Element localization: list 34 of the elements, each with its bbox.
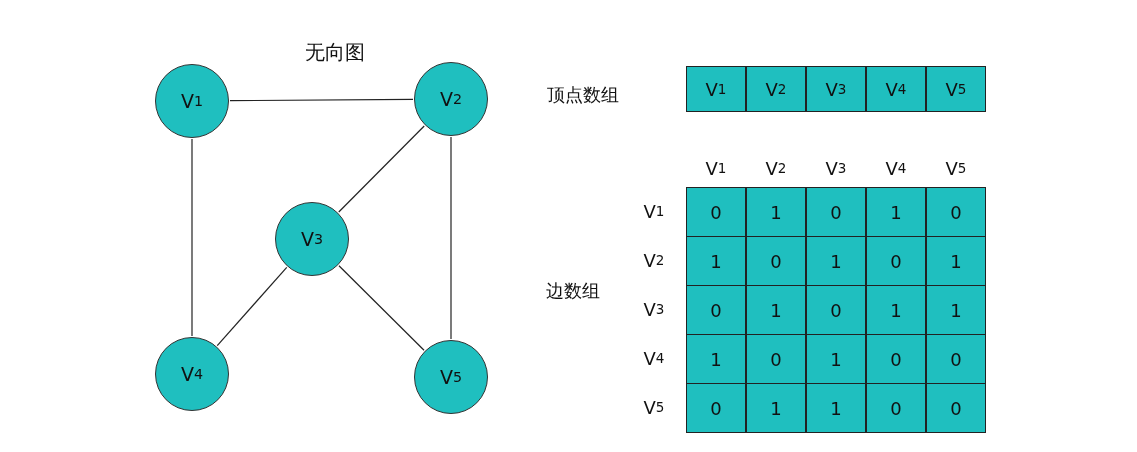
- edge-line: [229, 98, 414, 102]
- table-cell: 0: [746, 236, 806, 286]
- table-cell: 1: [806, 383, 866, 433]
- table-cell: 1: [806, 236, 866, 286]
- table-cell: 1: [866, 187, 926, 237]
- table-cell: 0: [806, 285, 866, 335]
- table-cell: 0: [866, 334, 926, 384]
- table-cell: 0: [866, 383, 926, 433]
- table-cell: 1: [686, 236, 746, 286]
- table-cell: 0: [926, 383, 986, 433]
- edge-line: [338, 125, 425, 213]
- graph-title: 无向图: [304, 38, 366, 66]
- table-cell: 1: [926, 236, 986, 286]
- table-cell: 0: [746, 334, 806, 384]
- table-cell: 0: [866, 236, 926, 286]
- table-cell: 1: [746, 285, 806, 335]
- table-cell: 0: [926, 334, 986, 384]
- table-cell: 1: [686, 334, 746, 384]
- table-cell: 1: [806, 334, 866, 384]
- table-cell: 0: [686, 383, 746, 433]
- table-cell: 0: [686, 285, 746, 335]
- array-label: 边数组: [544, 279, 601, 303]
- edge-line: [338, 265, 425, 351]
- table-cell: 1: [746, 187, 806, 237]
- table-cell: 0: [806, 187, 866, 237]
- table-cell: 1: [746, 383, 806, 433]
- table-cell: 1: [866, 285, 926, 335]
- table-cell: 0: [926, 187, 986, 237]
- edge-line: [450, 136, 452, 340]
- table-cell: 1: [926, 285, 986, 335]
- edge-line: [216, 266, 288, 347]
- array-label: 顶点数组: [545, 83, 620, 107]
- table-cell: 0: [686, 187, 746, 237]
- edge-line: [191, 138, 193, 337]
